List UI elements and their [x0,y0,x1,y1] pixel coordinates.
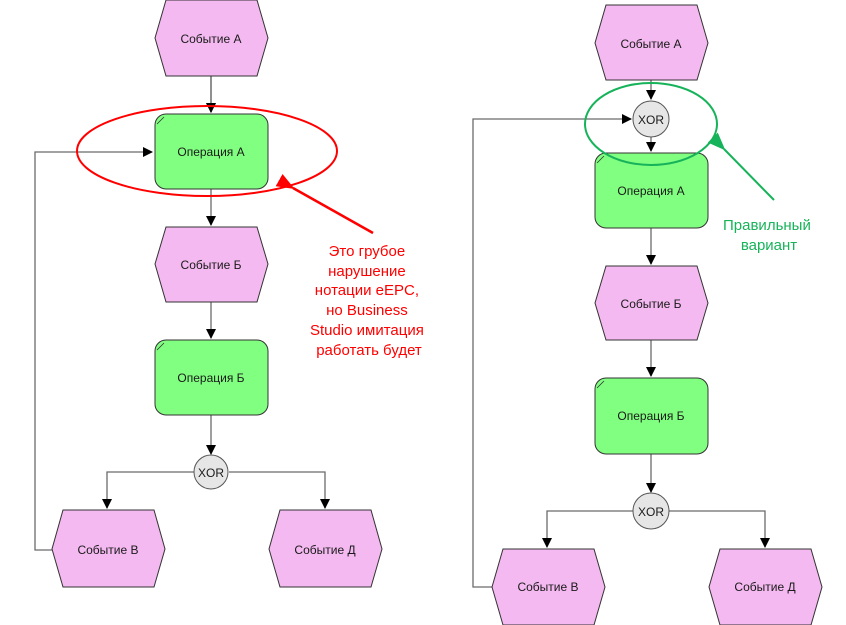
function-corner-mark [596,155,605,164]
function-b[interactable]: Операция Б [594,377,709,455]
function-label: Операция Б [177,371,244,385]
event-shape [154,0,269,77]
function-corner-mark [156,116,165,125]
event-b[interactable]: Событие Б [154,226,269,303]
event-shape [268,509,383,588]
loop-connector-event-v-to-xor [472,114,632,588]
xor-connector-bottom[interactable]: XOR [632,492,670,530]
event-shape [594,265,709,341]
function-label: Операция Б [617,409,684,423]
xor-label: XOR [198,466,224,480]
wrong-highlight-ellipse [76,105,338,197]
function-a[interactable]: Операция А [594,152,709,229]
event-v[interactable]: Событие В [51,509,166,588]
event-shape [491,548,606,625]
event-b[interactable]: Событие Б [594,265,709,341]
event-label: Событие А [180,32,241,46]
event-label: Событие Д [294,543,355,557]
function-b[interactable]: Операция Б [154,339,269,416]
event-a[interactable]: Событие А [594,4,709,81]
event-shape [51,509,166,588]
event-shape [708,548,823,625]
event-a[interactable]: Событие А [154,0,269,77]
wrong-annotation-text: Это грубое нарушение нотации eEPC, но Bu… [310,243,428,359]
event-label: Событие А [620,37,681,51]
event-label: Событие Д [734,580,795,594]
event-shape [594,4,709,81]
connector-xor-to-event-d [669,510,770,548]
function-shape [594,152,709,229]
function-shape [154,113,269,190]
event-label: Событие В [77,543,138,557]
event-d[interactable]: Событие Д [708,548,823,625]
xor-circle [632,492,670,530]
right-annotation-arrow [707,132,775,201]
function-label: Операция А [177,145,244,159]
function-a[interactable]: Операция А [154,113,269,190]
wrong-annotation-arrow [275,174,374,235]
event-shape [154,226,269,303]
event-v[interactable]: Событие В [491,548,606,625]
function-label: Операция А [617,184,684,198]
right-diagram: Событие А XOR Операция А Событие Б Опера… [472,4,823,625]
loop-connector-event-v-to-function-a [34,147,153,551]
function-shape [594,377,709,455]
right-highlight-ellipse [584,82,718,166]
xor-label: XOR [638,113,664,127]
function-corner-mark [156,342,165,351]
connector-xor-to-event-v [542,510,633,548]
event-label: Событие Б [181,258,242,272]
right-annotation-text: Правильный вариант [723,217,815,254]
event-label: Событие В [517,580,578,594]
function-shape [154,339,269,416]
event-label: Событие Б [621,297,682,311]
connector-xor-to-event-v [102,471,194,509]
event-d[interactable]: Событие Д [268,509,383,588]
function-corner-mark [596,380,605,389]
xor-label: XOR [638,505,664,519]
connector-xor-to-event-d [229,471,330,509]
left-diagram: Событие А Операция А Событие Б Операция … [34,0,428,588]
xor-connector-top[interactable]: XOR [632,100,670,138]
xor-circle [193,454,229,490]
xor-connector-left[interactable]: XOR [193,454,229,490]
xor-circle [632,100,670,138]
